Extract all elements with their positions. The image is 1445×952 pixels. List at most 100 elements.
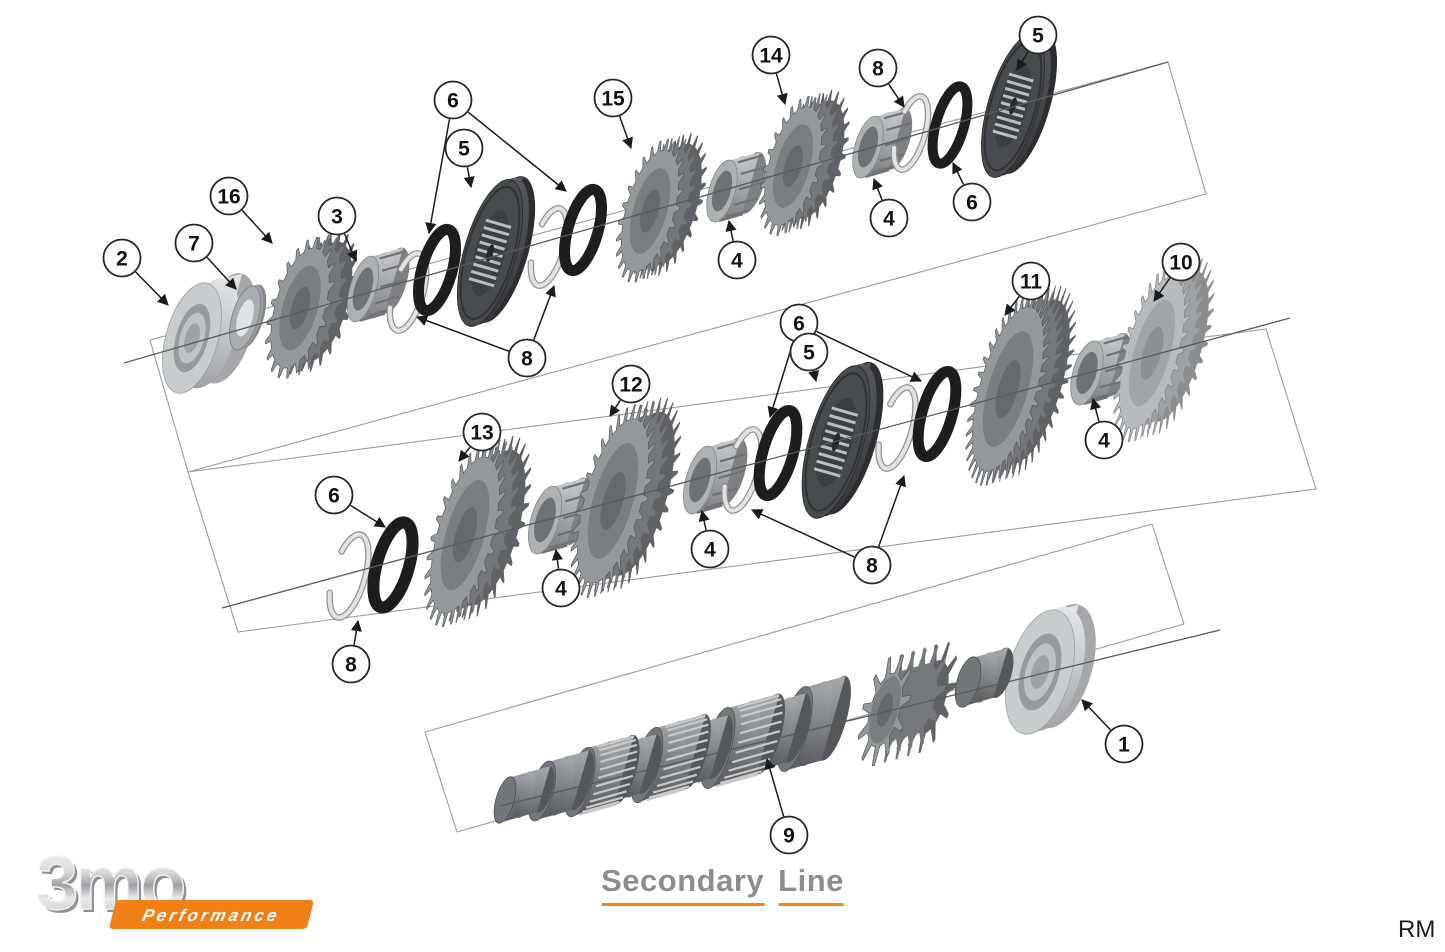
callout-balloon — [1084, 420, 1124, 460]
reference-plane-3 — [424, 523, 1185, 833]
callout-4-b: 4 — [1084, 397, 1124, 460]
callout-number: 12 — [619, 374, 642, 397]
part-gear-14 — [759, 89, 850, 236]
part-seal-ring-6d — [367, 516, 419, 614]
part-gear-13 — [424, 436, 532, 628]
callout-balloon — [314, 475, 354, 515]
callout-2: 2 — [102, 238, 169, 306]
brand-banner-background — [109, 900, 314, 929]
callout-11: 11 — [1004, 261, 1051, 316]
part-seal-ring-6b — [559, 183, 607, 277]
callout-number: 2 — [116, 248, 128, 271]
part-gear-10 — [1113, 257, 1215, 443]
shaft-axes — [123, 61, 1291, 807]
callout-number: 13 — [470, 422, 493, 445]
callout-balloon — [507, 338, 547, 378]
part-gear-12 — [570, 397, 681, 598]
parts-layer — [162, 31, 1215, 824]
callout-number: 9 — [783, 825, 795, 848]
part-circlip-8d — [326, 531, 372, 621]
callout-8-c: 8 — [331, 619, 371, 684]
callout-balloon — [444, 128, 484, 168]
part-seal-ring-6e — [753, 405, 803, 501]
callout-balloon — [209, 176, 249, 216]
callout-number: 5 — [1032, 25, 1044, 48]
diagram-caption: Secondary Line — [594, 863, 851, 906]
callout-number: 4 — [883, 208, 895, 231]
brand-banner: Performance — [109, 900, 314, 929]
shaft-axis-1 — [123, 61, 1169, 364]
callout-balloon — [1104, 724, 1144, 764]
part-seal-ring-6c — [927, 81, 973, 169]
callout-balloon — [1018, 15, 1058, 55]
callout-6-b: 6 — [767, 303, 923, 419]
callout-16: 16 — [209, 176, 273, 244]
brand-logo-graphic: 3mo 3mo Performance — [35, 840, 314, 929]
callout-balloon — [952, 182, 992, 222]
shaft-axis-2 — [221, 317, 1291, 609]
callout-number: 4 — [731, 250, 743, 273]
callout-12: 12 — [609, 364, 651, 417]
callout-number: 6 — [447, 90, 459, 113]
callout-balloon — [174, 223, 214, 263]
part-thrust-washer-7 — [229, 284, 267, 351]
callout-number: 4 — [704, 539, 716, 562]
callout-4-a: 4 — [869, 177, 909, 238]
reference-plane-2 — [187, 328, 1317, 633]
callout-4-c: 4 — [690, 509, 730, 569]
callout-8: 8 — [415, 284, 556, 378]
callout-number: 8 — [345, 654, 357, 677]
callout-15: 15 — [593, 78, 633, 150]
callout-3: 3 — [317, 196, 358, 263]
callout-balloon — [769, 815, 809, 855]
callout-6: 6 — [425, 80, 567, 235]
callout-7: 7 — [174, 223, 237, 290]
callout-balloon — [852, 545, 892, 585]
callout-balloon — [331, 644, 371, 684]
callout-number: 15 — [601, 88, 625, 111]
callout-number: 6 — [328, 485, 340, 508]
callout-balloon — [690, 529, 730, 569]
callout-number: 6 — [966, 192, 978, 215]
callout-number: 11 — [1020, 271, 1043, 294]
callout-6-a: 6 — [952, 161, 992, 222]
callout-number: 14 — [759, 45, 783, 68]
callout-5-a: 5 — [1016, 15, 1058, 71]
callout-number: 5 — [803, 342, 815, 365]
caption-word-line: Line — [778, 863, 844, 906]
caption-word-secondary: Secondary — [601, 863, 765, 906]
part-roller-cage-4b — [852, 107, 913, 179]
callout-balloon — [717, 240, 757, 280]
callout-1: 1 — [1081, 699, 1144, 764]
part-gear-16 — [265, 230, 358, 379]
callout-number: 4 — [1098, 430, 1110, 453]
brand-logo: 3mo 3mo Performance — [28, 838, 328, 938]
part-gear-11 — [965, 285, 1076, 486]
callout-number: 5 — [458, 138, 470, 161]
callout-balloon — [751, 35, 791, 75]
callout-balloon — [869, 198, 909, 238]
part-circlip-8f — [875, 384, 919, 472]
part-bearing-2 — [162, 273, 257, 394]
callout-balloon — [858, 48, 898, 88]
watermark-initials: RM — [1398, 916, 1436, 943]
part-shaft-tip-1 — [493, 765, 555, 824]
part-roller-cage-4a — [706, 151, 767, 223]
callout-number: 6 — [793, 313, 805, 336]
callout-number: 8 — [866, 555, 878, 578]
callout-number: 4 — [555, 578, 567, 601]
callout-number: 10 — [1169, 252, 1192, 275]
callout-number: 3 — [331, 206, 343, 229]
part-circlip-8c — [890, 93, 932, 173]
part-synchro-hub-5a — [456, 176, 536, 327]
callout-balloon — [317, 196, 357, 236]
callout-balloon — [462, 412, 502, 452]
callout-9: 9 — [764, 757, 809, 855]
callout-13: 13 — [458, 412, 502, 462]
shaft-axis-3 — [499, 629, 1221, 807]
part-roller-cage-3 — [346, 247, 410, 323]
callout-14: 14 — [751, 35, 791, 106]
